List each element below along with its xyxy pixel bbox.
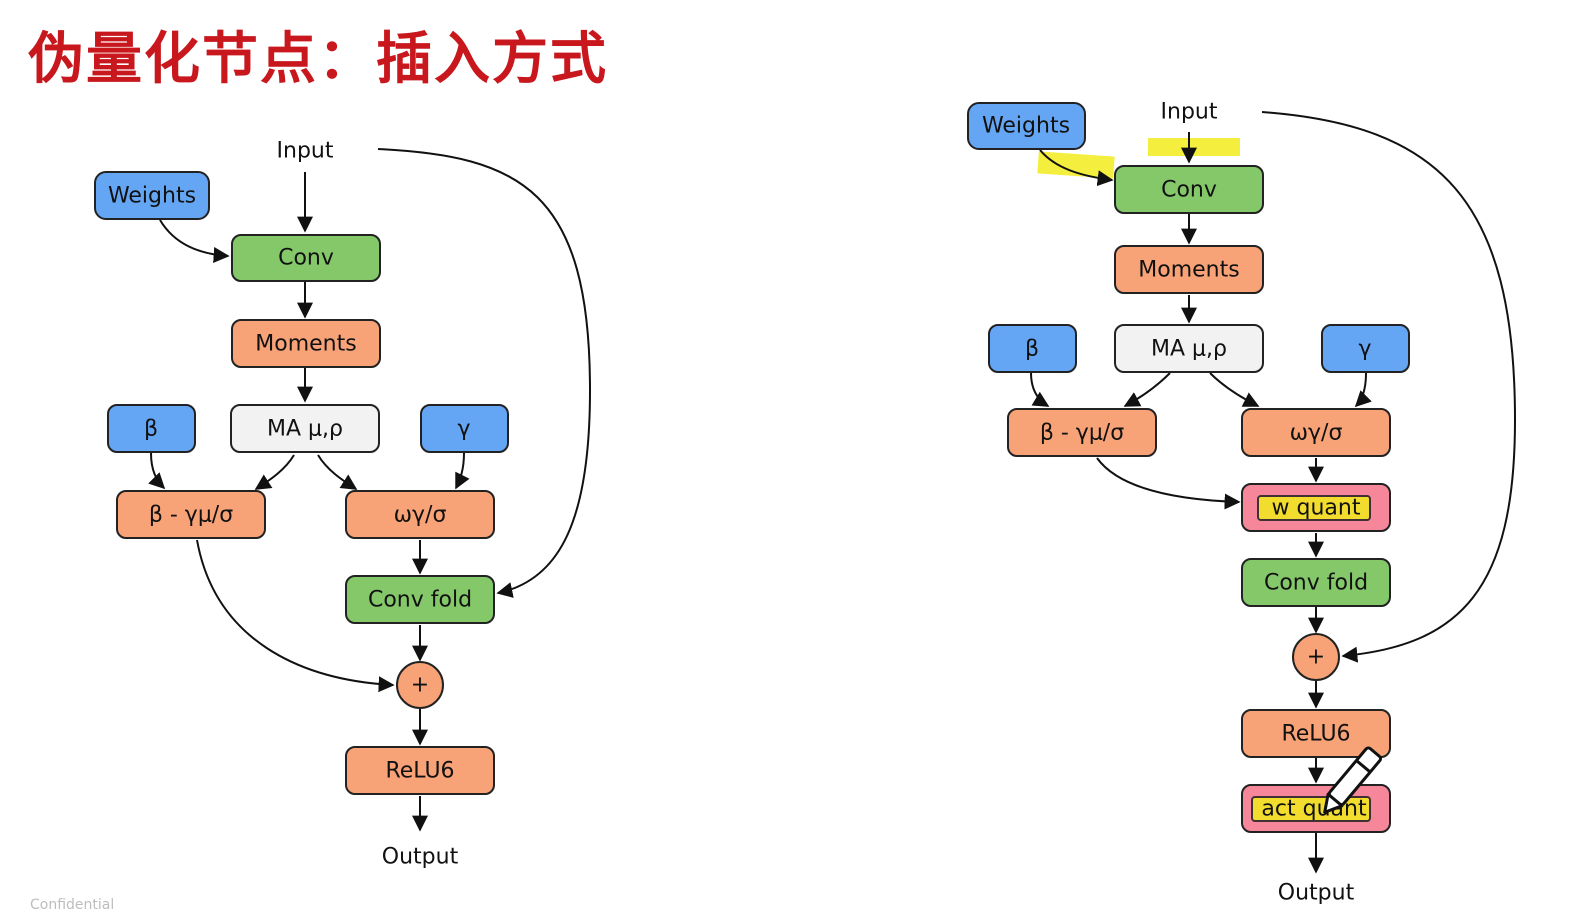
pen-icon	[1323, 746, 1383, 814]
right-relu6-node: ReLU6	[1241, 709, 1391, 758]
edge-ma-biasfold	[254, 454, 295, 490]
right-moments-node: Moments	[1114, 245, 1264, 294]
edge-r-ma-biasfold	[1123, 372, 1171, 407]
right-w-quant-node: w quant	[1241, 483, 1391, 532]
right-weights-node: Weights	[967, 102, 1086, 150]
left-bias-fold-node: β - γμ/σ	[116, 490, 266, 539]
footer-watermark-text: Confidential	[30, 897, 115, 913]
left-weights-node: Weights	[94, 171, 210, 220]
edge-gamma-scale	[455, 452, 470, 490]
right-output-label: Output	[1278, 881, 1355, 906]
left-bias-fold-label: β - γμ/σ	[149, 503, 233, 528]
left-add-label: +	[411, 673, 429, 698]
right-input-label: Input	[1161, 100, 1218, 125]
right-conv-label: Conv	[1161, 178, 1217, 203]
left-beta-label: β	[144, 417, 158, 442]
right-add-label: +	[1307, 645, 1325, 670]
right-gamma-label: γ	[1358, 337, 1371, 362]
edge-ma-scale	[317, 454, 358, 490]
left-output-label: Output	[382, 845, 459, 870]
left-weights-label: Weights	[108, 184, 196, 209]
highlight-mark-input-edge	[1148, 138, 1240, 156]
left-edges	[148, 148, 592, 832]
highlight-mark-weights-edge	[1037, 151, 1115, 179]
right-add-node: +	[1292, 633, 1340, 681]
right-diagram: Input Weights Conv Moments β MA μ,ρ γ β …	[967, 100, 1410, 906]
left-moments-label: Moments	[255, 332, 356, 357]
left-add-node: +	[396, 661, 444, 709]
left-relu6-node: ReLU6	[345, 746, 495, 795]
right-conv-fold-label: Conv fold	[1264, 571, 1368, 596]
left-beta-node: β	[107, 404, 196, 453]
edge-weights-conv	[159, 219, 230, 263]
edge-r-ma-scale	[1209, 372, 1260, 407]
edge-input-convfold	[377, 148, 592, 598]
right-ma-label: MA μ,ρ	[1151, 337, 1227, 362]
left-ma-label: MA μ,ρ	[267, 417, 343, 442]
right-bias-fold-label: β - γμ/σ	[1040, 421, 1124, 446]
left-input-label: Input	[277, 139, 334, 164]
left-relu6-label: ReLU6	[385, 759, 454, 784]
edge-beta-biasfold	[148, 452, 166, 490]
left-conv-label: Conv	[278, 246, 334, 271]
right-beta-label: β	[1025, 337, 1039, 362]
right-moments-label: Moments	[1138, 258, 1239, 283]
left-scale-node: ωγ/σ	[345, 490, 495, 539]
slide-title: 伪量化节点：插入方式	[28, 27, 608, 92]
left-diagram: Input Weights Conv Moments β MA μ,ρ γ β …	[94, 139, 509, 870]
edge-biasfold-add	[196, 539, 395, 693]
right-act-quant-node: act quant	[1241, 784, 1391, 833]
left-scale-label: ωγ/σ	[394, 503, 447, 528]
left-ma-node: MA μ,ρ	[230, 404, 380, 453]
left-conv-node: Conv	[231, 234, 381, 282]
right-act-quant-label: act quant	[1261, 797, 1367, 822]
left-moments-node: Moments	[231, 319, 381, 368]
right-conv-fold-node: Conv fold	[1241, 558, 1391, 607]
right-bias-fold-node: β - γμ/σ	[1007, 408, 1157, 457]
left-gamma-label: γ	[457, 417, 470, 442]
right-weights-label: Weights	[982, 114, 1070, 139]
edge-r-biasfold-wquant	[1096, 457, 1241, 510]
right-scale-node: ωγ/σ	[1241, 408, 1391, 457]
edge-r-input-add	[1261, 111, 1517, 663]
right-beta-node: β	[988, 324, 1077, 373]
right-relu6-label: ReLU6	[1281, 722, 1350, 747]
right-w-quant-label: w quant	[1272, 496, 1361, 521]
edge-r-gamma-scale	[1354, 372, 1372, 408]
right-conv-node: Conv	[1114, 165, 1264, 214]
edge-r-beta-biasfold	[1030, 372, 1050, 407]
right-scale-label: ωγ/σ	[1290, 421, 1343, 446]
left-conv-fold-label: Conv fold	[368, 588, 472, 613]
right-gamma-node: γ	[1321, 324, 1410, 373]
left-conv-fold-node: Conv fold	[345, 575, 495, 624]
left-gamma-node: γ	[420, 404, 509, 453]
right-edges	[1030, 111, 1517, 874]
edge-r-weights-conv	[1039, 149, 1114, 187]
highlight-mark-w-quant	[1257, 495, 1371, 521]
right-ma-node: MA μ,ρ	[1114, 324, 1264, 373]
